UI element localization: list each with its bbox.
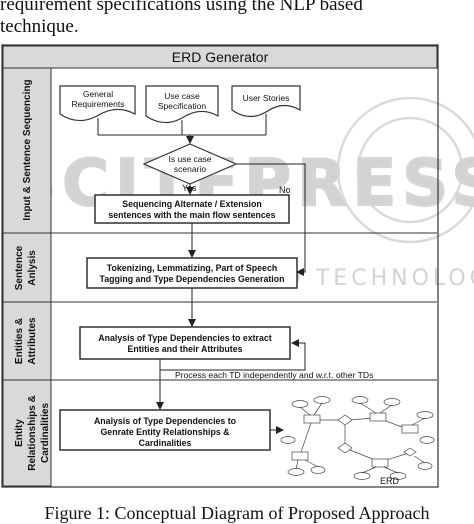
svg-text:Tokenizing, Lemmatizing, Part: Tokenizing, Lemmatizing, Part of Speech <box>107 263 277 273</box>
body-text: requirement specifications using the NLP… <box>0 0 474 38</box>
lane-label-relationships: Entity Relationships & Cardinalities <box>14 395 51 471</box>
svg-text:Sentence: Sentence <box>14 245 25 290</box>
step-relationships: Analysis of Type Dependencies to Genrate… <box>59 409 271 451</box>
svg-text:Cardinalities: Cardinalities <box>139 438 192 448</box>
step-tokenizing: Tokenizing, Lemmatizing, Part of Speech … <box>86 257 298 289</box>
loop-label: Process each TD independently and w.r.t.… <box>175 370 373 380</box>
decision-use-case-scenario: Is use case scenario <box>142 143 238 185</box>
svg-text:Relationships &: Relationships & <box>27 395 38 471</box>
lane-label-entities: Entities & Attributes <box>14 317 38 365</box>
erd-thumbnail <box>280 396 435 480</box>
figure-caption: Figure 1: Conceptual Diagram of Proposed… <box>44 503 430 523</box>
svg-text:SCITEPRESS: SCITEPRESS <box>10 147 474 221</box>
document-user-stories: User Stories <box>231 85 301 118</box>
step-entities-attributes: Analysis of Type Dependencies to extract… <box>79 326 291 360</box>
lane-label-sentence: Sentence Anlysis <box>14 245 38 290</box>
svg-text:sentences with the main flow s: sentences with the main flow sentences <box>108 210 275 220</box>
svg-text:Is use case: Is use case <box>169 154 212 164</box>
svg-text:Entities &: Entities & <box>14 318 25 364</box>
step-sequencing: Sequencing Alternate / Extension sentenc… <box>94 194 290 224</box>
arrow-no <box>236 163 306 276</box>
body-text-line-2: technique. <box>0 16 79 37</box>
diagram-title: ERD Generator <box>172 49 269 65</box>
body-text-line-1: requirement specifications using the NLP… <box>0 0 363 15</box>
lane-label-column <box>2 67 52 487</box>
svg-text:Use case: Use case <box>164 91 200 101</box>
title-bar <box>2 45 438 69</box>
svg-text:scenario: scenario <box>174 164 206 174</box>
svg-text:Cardinalities: Cardinalities <box>40 403 51 463</box>
document-use-case-specification: Use case Specification <box>145 85 219 124</box>
diagram-frame <box>1 44 439 488</box>
svg-text:Anlysis: Anlysis <box>27 250 38 286</box>
svg-text:Sequencing Alternate / Extensi: Sequencing Alternate / Extension <box>122 199 261 209</box>
svg-text:General: General <box>83 89 113 99</box>
document-general-requirements: General Requirements <box>59 85 136 122</box>
svg-text:Attributes: Attributes <box>27 317 38 365</box>
yes-label: Yes <box>182 183 197 193</box>
no-label: No <box>279 185 291 195</box>
svg-text:Tagging and Type Dependencies: Tagging and Type Dependencies Generation <box>100 274 285 284</box>
arrow-loop <box>159 339 306 371</box>
svg-text:Analysis of Type Dependencies: Analysis of Type Dependencies to extract <box>98 333 271 343</box>
svg-text:Requirements: Requirements <box>72 99 125 109</box>
svg-text:Entity: Entity <box>14 419 25 447</box>
svg-text:Entities and their Attributes: Entities and their Attributes <box>127 344 242 354</box>
document-user-stories-label: User Stories <box>243 93 290 103</box>
lane-label-input: Input & Sentence Sequencing <box>22 79 33 220</box>
svg-text:Analysis of Type Dependencies: Analysis of Type Dependencies to <box>94 416 237 426</box>
svg-text:Genrate Entity Relationships &: Genrate Entity Relationships & <box>100 427 230 437</box>
erd-label: ERD <box>380 476 400 486</box>
svg-text:Specification: Specification <box>158 101 206 111</box>
